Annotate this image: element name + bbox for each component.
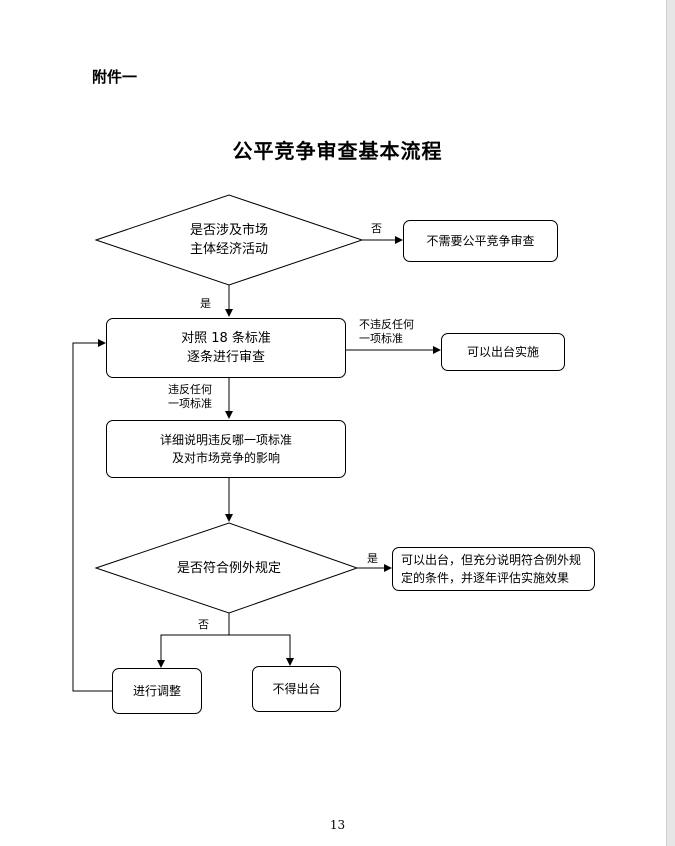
no-review-text: 不需要公平竞争审查 (426, 234, 535, 248)
no-review-box: 不需要公平竞争审查 (403, 220, 558, 262)
can-issue-box: 可以出台实施 (441, 333, 565, 371)
explain-line1: 详细说明违反哪一项标准 (159, 433, 292, 447)
no-violate-label-1: 不违反任何 (359, 318, 414, 331)
branch-d2-no-right (229, 634, 291, 660)
d2-yes-label: 是 (367, 552, 378, 565)
page-edge-bar (666, 0, 675, 846)
exception-box: 可以出台，但充分说明符合例外规 定的条件，并逐年评估实施效果 (392, 547, 595, 591)
explain-box: 详细说明违反哪一项标准 及对市场竞争的影响 (106, 420, 346, 478)
no-issue-box: 不得出台 (252, 666, 341, 712)
violate-label-2: 一项标准 (168, 397, 212, 410)
exception-line2: 定的条件，并逐年评估实施效果 (401, 571, 570, 585)
can-issue-text: 可以出台实施 (466, 345, 539, 359)
decision-market-line2: 主体经济活动 (189, 242, 268, 257)
violate-label-1: 违反任何 (168, 383, 212, 396)
attachment-label: 附件一 (92, 68, 138, 86)
check-standards-line2: 逐条进行审查 (186, 350, 265, 365)
adjust-text: 进行调整 (132, 684, 181, 698)
page-title: 公平竞争审查基本流程 (232, 139, 443, 163)
d1-no-label: 否 (371, 222, 382, 235)
decision-market-text: 是否涉及市场 主体经济活动 (159, 220, 299, 260)
exception-line1: 可以出台，但充分说明符合例外规 (401, 553, 582, 567)
d1-yes-label: 是 (200, 297, 211, 310)
decision-market-line1: 是否涉及市场 (189, 223, 268, 238)
branch-d2-no (160, 613, 230, 665)
no-violate-label-2: 一项标准 (359, 332, 403, 345)
decision-exception-line: 是否符合例外规定 (176, 560, 281, 576)
loop-adjust-to-check (72, 339, 112, 692)
decision-exception-text: 是否符合例外规定 (154, 558, 304, 578)
no-issue-text: 不得出台 (272, 682, 321, 696)
check-standards-box: 对照 18 条标准 逐条进行审查 (106, 318, 346, 378)
page-number: 13 (329, 818, 346, 832)
check-standards-line1: 对照 18 条标准 (181, 331, 271, 346)
adjust-box: 进行调整 (112, 668, 202, 714)
explain-line2: 及对市场竞争的影响 (171, 451, 280, 465)
d2-no-label: 否 (198, 618, 209, 631)
